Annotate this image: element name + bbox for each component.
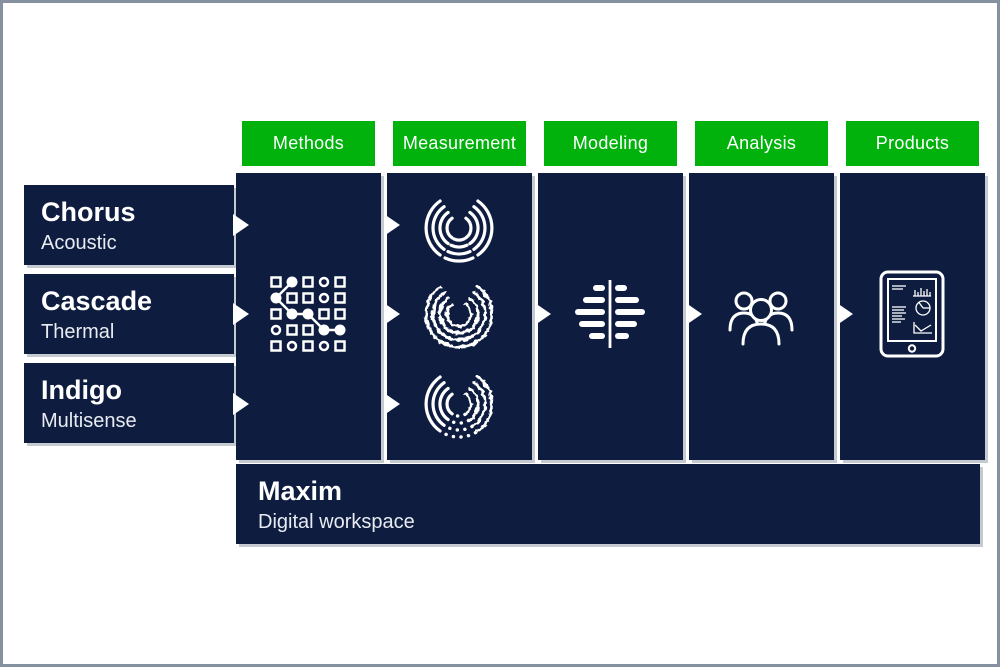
input-subtitle: Acoustic [41, 231, 117, 254]
arrow-measurement-to-modeling [535, 303, 551, 325]
arrow-indigo-to-methods [233, 393, 249, 415]
input-box-chorus: Chorus Acoustic [24, 185, 234, 265]
input-subtitle: Thermal [41, 320, 115, 343]
input-box-cascade: Cascade Thermal [24, 274, 234, 354]
arrow-chorus-to-methods [233, 214, 249, 236]
thermal-waves-icon [419, 276, 499, 356]
column-measurement [387, 173, 532, 460]
platform-bar-maxim: Maxim Digital workspace [236, 464, 980, 544]
tab-label: Methods [272, 133, 345, 153]
column-modeling [538, 173, 683, 460]
input-title: Indigo [41, 375, 122, 405]
acoustic-waves-icon [419, 190, 499, 270]
input-title: Chorus [41, 197, 136, 227]
tab-label: Analysis [726, 133, 797, 153]
input-box-indigo: Indigo Multisense [24, 363, 234, 443]
arrow-methods-to-measurement-top [384, 214, 400, 236]
people-group-icon [721, 274, 801, 354]
arrow-methods-to-measurement-bottom [384, 393, 400, 415]
network-grid-icon [268, 274, 348, 354]
column-analysis [689, 173, 834, 460]
arrow-cascade-to-methods [233, 303, 249, 325]
input-subtitle: Multisense [41, 409, 137, 432]
brain-bars-icon [570, 274, 650, 354]
column-products [840, 173, 985, 460]
tab-products: Products [846, 121, 979, 166]
platform-subtitle: Digital workspace [258, 510, 415, 533]
tab-analysis: Analysis [695, 121, 828, 166]
tab-methods: Methods [242, 121, 375, 166]
tab-measurement: Measurement [393, 121, 526, 166]
arrow-analysis-to-products [837, 303, 853, 325]
arrow-modeling-to-analysis [686, 303, 702, 325]
input-title: Cascade [41, 286, 153, 316]
arrow-methods-to-measurement-middle [384, 303, 400, 325]
tab-label: Products [875, 133, 950, 153]
platform-title: Maxim [258, 476, 343, 506]
multisense-waves-icon [419, 366, 499, 446]
tab-label: Modeling [572, 133, 649, 153]
tablet-dashboard-icon [875, 269, 949, 361]
tab-modeling: Modeling [544, 121, 677, 166]
tab-label: Measurement [402, 133, 517, 153]
column-methods [236, 173, 381, 460]
